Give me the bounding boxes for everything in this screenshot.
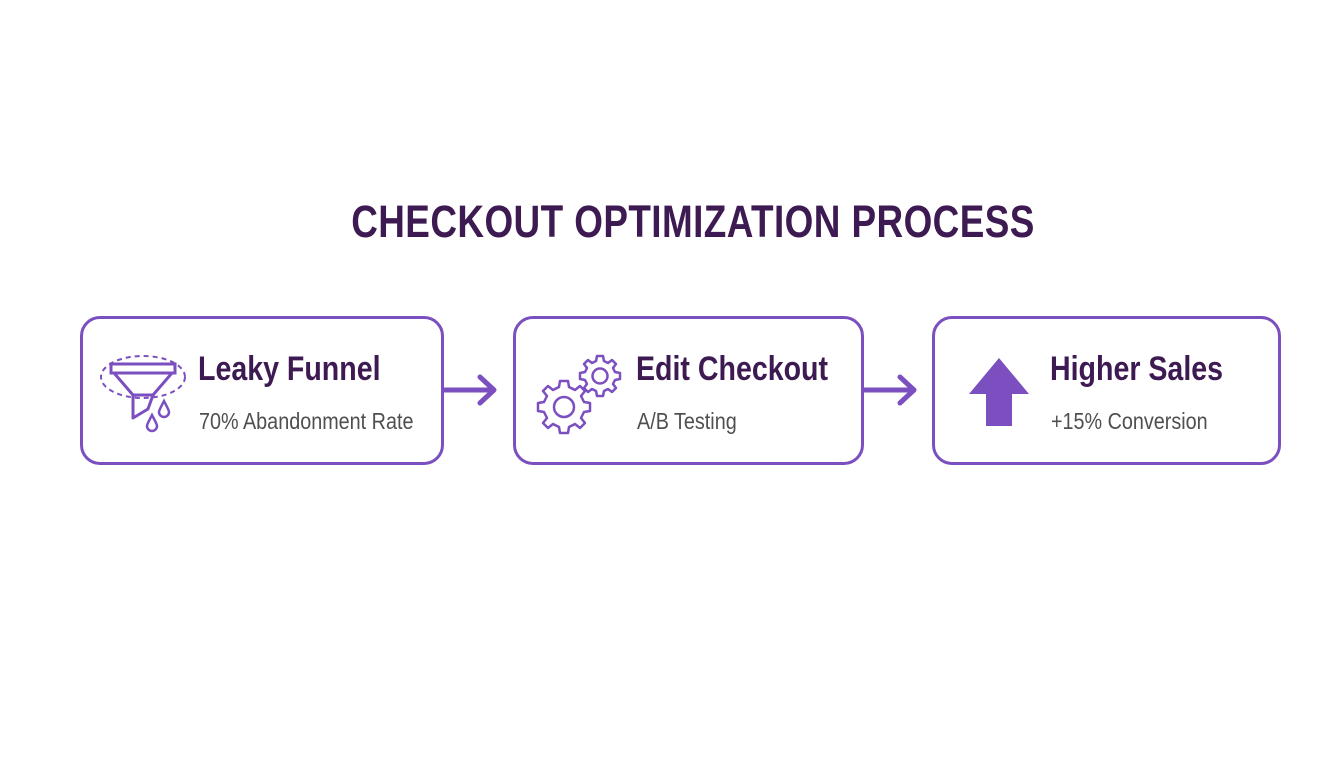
step-subtitle: A/B Testing	[637, 408, 737, 434]
step-title: Edit Checkout	[636, 350, 829, 388]
step-title: Higher Sales	[1050, 350, 1224, 388]
step-title: Leaky Funnel	[198, 350, 381, 388]
step-card-edit-checkout: Edit Checkout A/B Testing	[513, 316, 864, 465]
leaky-funnel-icon	[100, 355, 186, 433]
arrow-right-icon	[861, 374, 917, 406]
page-title: CHECKOUT OPTIMIZATION PROCESS	[351, 196, 1035, 248]
arrow-right-icon	[441, 374, 497, 406]
step-card-higher-sales: Higher Sales +15% Conversion	[932, 316, 1281, 465]
step-card-leaky-funnel: Leaky Funnel 70% Abandonment Rate	[80, 316, 444, 465]
gears-icon	[536, 354, 622, 435]
step-subtitle: +15% Conversion	[1051, 408, 1208, 434]
step-subtitle: 70% Abandonment Rate	[199, 408, 414, 434]
arrow-up-icon	[969, 358, 1029, 426]
